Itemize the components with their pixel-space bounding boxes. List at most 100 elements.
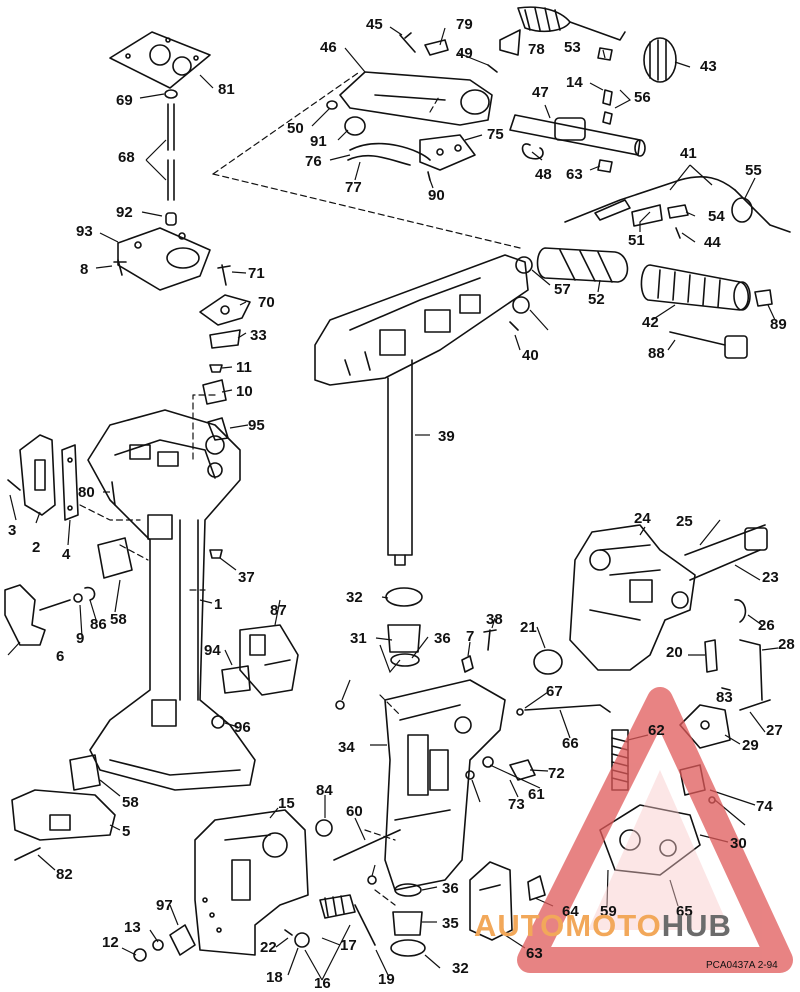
- part-63-clamp: [469, 861, 513, 941]
- part-53: [597, 47, 613, 61]
- part-37-d: [367, 875, 377, 885]
- part-4-plate: [61, 444, 79, 521]
- callout-label: 27: [766, 722, 783, 739]
- part-44: [675, 227, 681, 239]
- callout-label: 13: [124, 919, 141, 936]
- callout-label: 34: [338, 739, 355, 756]
- callout-label: 8: [80, 261, 89, 278]
- part-87-bracket: [239, 624, 299, 696]
- callout-label: 30: [730, 835, 747, 852]
- callout-label: 70: [258, 294, 275, 311]
- part-steering-bracket: [314, 254, 529, 386]
- part-10-block: [202, 379, 227, 405]
- callout-label: 82: [56, 866, 73, 883]
- callout-label: 66: [562, 735, 579, 752]
- callout-label: 6: [56, 648, 65, 665]
- callout-label: 54: [708, 208, 725, 225]
- part-29-lever: [679, 704, 731, 749]
- part-13: [152, 939, 164, 951]
- part-57-washer-b: [512, 296, 530, 314]
- leader-lines: [7, 26, 779, 981]
- part-27-pin: [739, 699, 771, 711]
- callout-label: 25: [676, 513, 693, 530]
- part-69: [164, 89, 178, 99]
- callout-label: 24: [634, 510, 651, 527]
- part-47-shaft: [509, 114, 646, 157]
- part-58-lower-mount: [69, 754, 101, 791]
- part-25-bolt: [684, 524, 766, 556]
- watermark-brand-right: HUB: [661, 908, 732, 943]
- callout-label: 63: [566, 166, 583, 183]
- dashed-guides: [79, 72, 521, 906]
- callout-label: 44: [704, 234, 721, 251]
- callout-label: 95: [248, 417, 265, 434]
- callout-label: 97: [156, 897, 173, 914]
- callout-label: 47: [532, 84, 549, 101]
- part-20-spring: [704, 639, 718, 673]
- part-1-exhaust-housing: [87, 409, 256, 791]
- callout-label: 12: [102, 934, 119, 951]
- callout-label: 81: [218, 81, 235, 98]
- part-63-small: [597, 159, 613, 173]
- part-72-clip: [509, 759, 536, 781]
- part-64: [527, 875, 546, 901]
- part-11-nut: [209, 364, 223, 373]
- callout-label: 55: [745, 162, 762, 179]
- part-61: [482, 756, 494, 768]
- callout-label: 76: [305, 153, 322, 170]
- callout-label: 73: [508, 796, 525, 813]
- callout-label: 1: [214, 596, 223, 613]
- part-50: [326, 100, 338, 110]
- callout-label: 37: [238, 569, 255, 586]
- part-41-cable: [564, 176, 791, 233]
- part-30-tilt-lock: [599, 804, 701, 876]
- callout-label: 19: [378, 971, 395, 988]
- callout-label: 29: [742, 737, 759, 754]
- part-39-shaft: [387, 359, 413, 566]
- callout-label: 7: [466, 628, 475, 645]
- part-88-screw: [669, 331, 748, 359]
- callout-label: 62: [648, 722, 665, 739]
- part-48-clip: [521, 143, 544, 160]
- callout-label: 65: [676, 903, 693, 920]
- callout-label: 11: [236, 359, 252, 376]
- callout-label: 58: [110, 611, 127, 628]
- part-93-flange: [117, 227, 211, 291]
- part-89-cap: [754, 289, 773, 307]
- callout-label: 89: [770, 316, 787, 333]
- part-83-pin: [721, 687, 731, 691]
- callout-label: 90: [428, 187, 445, 204]
- part-28-link: [739, 639, 763, 701]
- callout-label: 51: [628, 232, 645, 249]
- callout-label: 32: [452, 960, 469, 977]
- callout-label: 58: [122, 794, 139, 811]
- callout-label: 42: [642, 314, 659, 331]
- part-2-plate: [19, 434, 56, 516]
- callout-label: 50: [287, 120, 304, 137]
- callout-label: 20: [666, 644, 683, 661]
- watermark-triangle: [517, 687, 793, 973]
- callout-label: 87: [270, 602, 287, 619]
- callout-label: 36: [434, 630, 451, 647]
- callout-label: 86: [90, 616, 107, 633]
- part-12: [133, 948, 147, 962]
- callout-label: 94: [204, 642, 221, 659]
- part-32-bushing-b: [390, 939, 426, 957]
- callout-label: 71: [248, 265, 265, 282]
- callout-label: 3: [8, 522, 17, 539]
- callout-label: 43: [700, 58, 717, 75]
- part-26-clip: [734, 599, 747, 623]
- callout-label: 2: [32, 539, 41, 556]
- part-71-screw: [217, 264, 231, 286]
- callout-label: 46: [320, 39, 337, 56]
- part-84-washer: [315, 819, 333, 837]
- callout-label: 80: [78, 484, 95, 501]
- part-78-spring: [499, 6, 626, 56]
- callout-label: 23: [762, 569, 779, 586]
- callout-label: 72: [548, 765, 565, 782]
- callout-label: 38: [486, 611, 503, 628]
- callout-label: 10: [236, 383, 253, 400]
- callout-label: 16: [314, 975, 331, 992]
- part-7-nut: [461, 655, 474, 673]
